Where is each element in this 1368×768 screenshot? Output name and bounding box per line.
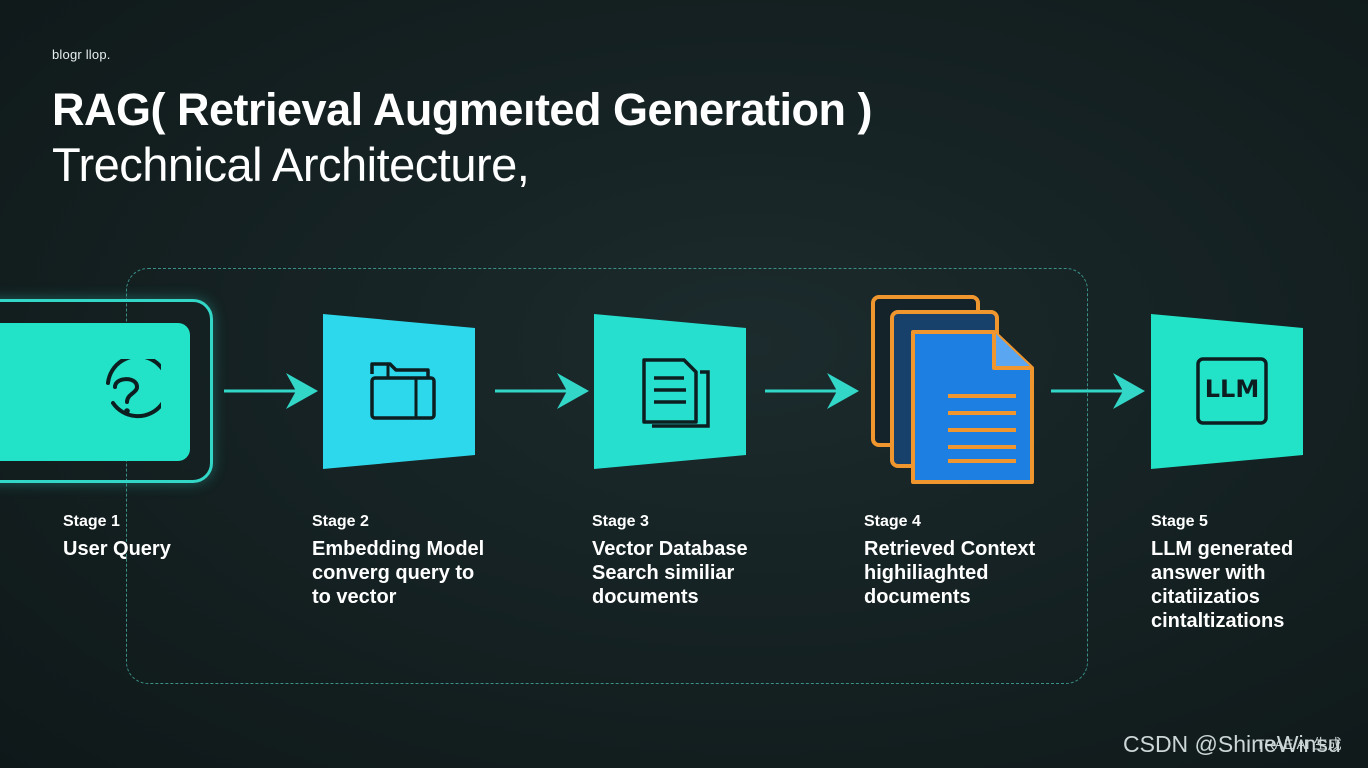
stage-5-description: LLM generated answer with citatiizatios … xyxy=(1151,537,1293,633)
llm-chip-label: LLM xyxy=(1204,375,1260,403)
stage-2-text: Stage 2 Embedding Model converg query to… xyxy=(312,513,484,609)
stage-2-desc-line: Embedding Model xyxy=(312,538,485,560)
flow-arrow-3 xyxy=(765,373,859,409)
stage-5-desc-line: citatiizatios xyxy=(1151,586,1260,608)
stage-5-text: Stage 5 LLM generated answer with citati… xyxy=(1151,513,1293,633)
stage-5-desc-line: answer with xyxy=(1151,562,1266,584)
brand-logo-text: blogr llop. xyxy=(52,47,111,62)
stage-2-label: Stage 2 xyxy=(312,513,369,530)
llm-chip-icon xyxy=(1196,357,1268,425)
stage-4-text: Stage 4 Retrieved Context highiliaghted … xyxy=(864,513,1035,609)
stage-3-desc-line: documents xyxy=(592,586,699,608)
stacked-documents-icon xyxy=(871,295,1034,484)
stage-4-desc-line: Retrieved Context xyxy=(864,538,1036,560)
stage-1-label: Stage 1 xyxy=(63,513,120,530)
stage-5-label: Stage 5 xyxy=(1151,513,1208,530)
document-icon xyxy=(642,358,710,428)
stage-3-desc-line: Vector Database xyxy=(592,538,748,560)
watermark-text: CSDN @ShineWinsu xyxy=(1123,731,1341,757)
stage-2-desc-line: to vector xyxy=(312,586,397,608)
stage-4-desc-line: highiliaghted xyxy=(864,562,989,584)
flow-arrow-2 xyxy=(495,373,589,409)
watermark-subtext: TRAE AI 生成 xyxy=(1256,736,1342,752)
stage-3-label: Stage 3 xyxy=(592,513,649,530)
stage-1-desc-line: User Query xyxy=(63,538,171,560)
stage-3-desc-line: Search similiar xyxy=(592,562,735,584)
stage-1-text: Stage 1 User Query xyxy=(63,513,171,561)
pipeline-frame xyxy=(126,268,1088,684)
question-icon xyxy=(106,359,161,419)
stage-5-card xyxy=(1151,314,1303,469)
page-subtitle: Trechnical Architecture, xyxy=(52,138,530,191)
flow-arrow-1 xyxy=(224,373,318,409)
flow-arrow-4 xyxy=(1051,373,1145,409)
stage-3-description: Vector Database Search similiar document… xyxy=(592,537,748,609)
stage-4-label: Stage 4 xyxy=(864,513,921,530)
stage-2-desc-line: converg query to xyxy=(312,562,475,584)
stage-4-description: Retrieved Context highiliaghted document… xyxy=(864,537,1035,609)
stage-4-desc-line: documents xyxy=(864,586,971,608)
stage-1-description: User Query xyxy=(63,537,171,561)
page-title: RAG( Retrieval Augmeıted Generation ) xyxy=(52,84,872,135)
stage-1-card-outline xyxy=(0,299,213,483)
stage-2-description: Embedding Model converg query to to vect… xyxy=(312,537,484,609)
stage-5-desc-line: cintaltizations xyxy=(1151,610,1285,632)
stage-1-card xyxy=(0,323,190,461)
stage-5-desc-line: LLM generated xyxy=(1151,538,1294,560)
stage-2-card xyxy=(323,314,475,469)
folder-icon xyxy=(370,362,436,420)
stage-3-text: Stage 3 Vector Database Search similiar … xyxy=(592,513,748,609)
